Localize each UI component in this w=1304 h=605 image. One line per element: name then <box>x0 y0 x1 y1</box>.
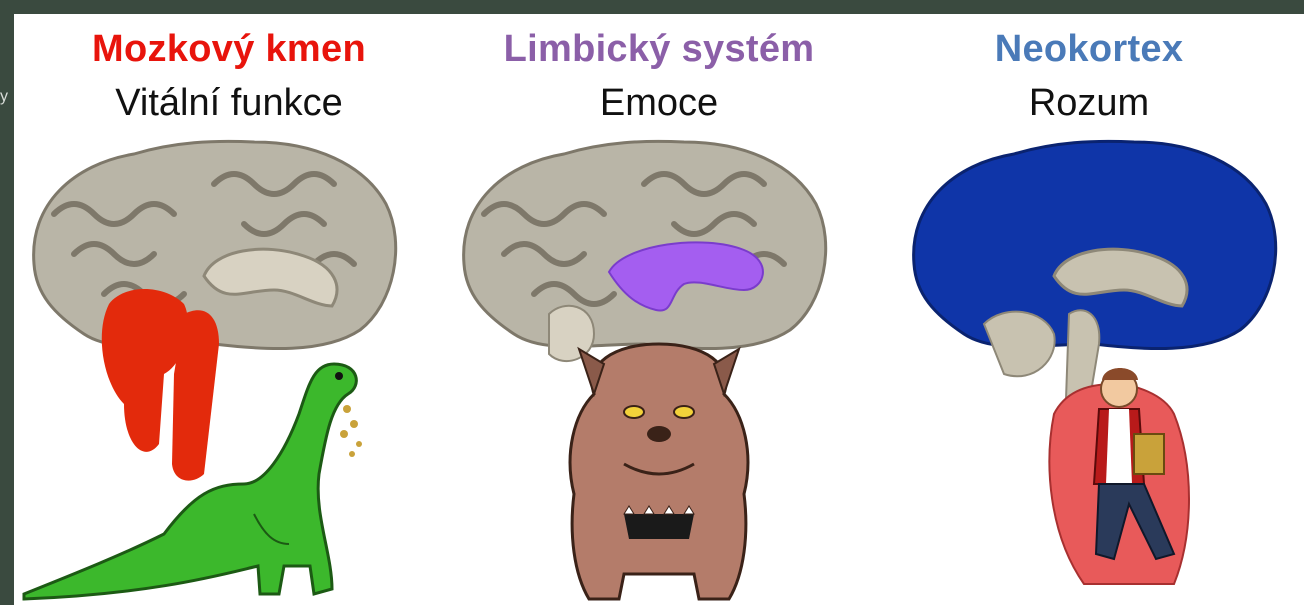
thinking-man-icon <box>1049 368 1189 584</box>
side-glyph: y <box>0 88 8 106</box>
brainstem-column: Mozkový kmen Vitální funkce <box>14 14 444 605</box>
neocortex-illustration <box>874 14 1304 605</box>
brain-icon <box>464 141 826 361</box>
limbic-column: Limbický systém Emoce <box>444 14 874 605</box>
bulldog-icon <box>570 344 748 599</box>
brainstem-illustration <box>14 14 444 605</box>
brain-icon <box>34 141 396 480</box>
brain-icon <box>914 141 1276 407</box>
neocortex-column: Neokortex Rozum <box>874 14 1304 605</box>
limbic-illustration <box>444 14 874 605</box>
brain-diagram-panel: Mozkový kmen Vitální funkce Limbický sys… <box>14 14 1304 605</box>
